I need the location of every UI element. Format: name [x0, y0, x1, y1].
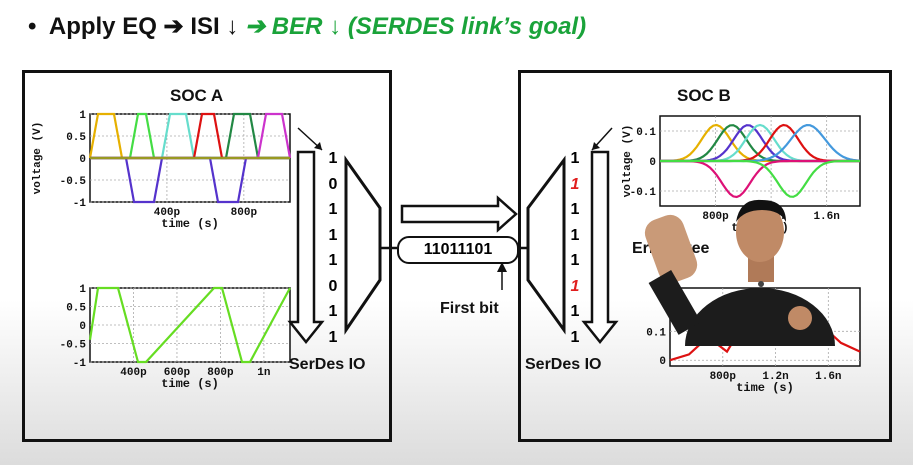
title-bullet: •	[28, 13, 37, 40]
soc-b-bit-7: 1	[570, 328, 580, 346]
soc-a-bottom-xtick-3: 1n	[257, 367, 270, 379]
soc-a-box	[22, 70, 392, 442]
title-down-arrow-2: ↓	[329, 13, 342, 40]
soc-b-bottom-xtick-0: 800p	[710, 371, 737, 383]
soc-a-top-ytick-4: -1	[73, 198, 87, 210]
soc-b-top-ytick-2: -0.1	[630, 187, 657, 199]
soc-b-bottom-ytick-1: 0	[659, 356, 666, 368]
soc-a-top-ytick-2: 0	[79, 154, 86, 166]
soc-a-bottom-chart: 1 0.5 0 -0.5 -1 400p 600p 800p 1n time (s)	[60, 284, 291, 391]
soc-b-bottom-xlabel: time (s)	[736, 381, 794, 395]
soc-b-top-ytick-1: 0	[649, 157, 656, 169]
soc-b-pointer-head	[592, 142, 600, 150]
soc-b-bit-3: 1	[570, 226, 580, 244]
title-down-arrow-1: ↓	[226, 13, 239, 40]
soc-b-bottom-ytick-0: 0.1	[646, 327, 666, 339]
presenter-video-overlay	[644, 199, 835, 346]
soc-b-serdes-io-label: SerDes IO	[525, 356, 602, 373]
title-goal: (SERDES link’s goal)	[347, 13, 587, 40]
soc-a-down-arrow	[287, 150, 325, 345]
soc-b-label: SOC B	[677, 86, 731, 105]
title-arrow-1: ➔	[163, 13, 184, 40]
title-apply-eq: Apply EQ	[48, 13, 157, 40]
deserializer-shape	[526, 155, 566, 335]
soc-a-bit-5: 0	[328, 277, 338, 295]
link-arrow	[400, 195, 518, 233]
soc-b-bit-4: 1	[570, 252, 580, 269]
soc-b-bit-6: 1	[570, 303, 580, 320]
slide-title: • Apply EQ ➔ ISI ↓ ➔ BER ↓ (SERDES link’…	[28, 12, 586, 41]
soc-a-top-ytick-1: 0.5	[66, 132, 86, 144]
soc-a-bottom-ytick-0: 1	[79, 284, 86, 296]
first-bit-label: First bit	[440, 300, 499, 317]
soc-b-top-ytick-0: 0.1	[636, 127, 656, 139]
title-isi: ISI	[190, 13, 220, 40]
soc-a-bottom-series-0	[88, 286, 291, 364]
presenter-mic	[758, 281, 764, 287]
first-bit-pointer-head	[497, 262, 507, 272]
presenter-raised-hand	[644, 214, 698, 283]
soc-a-label: SOC A	[170, 86, 224, 105]
soc-a-serdes-io-label: SerDes IO	[289, 356, 366, 373]
soc-a-bit-4: 1	[328, 252, 338, 269]
soc-b-bottom-xtick-1: 1.2n	[762, 371, 788, 383]
presenter-hair	[736, 199, 786, 222]
soc-a-bottom-xtick-0: 400p	[120, 367, 147, 379]
soc-b-bit-1: 1	[570, 175, 580, 193]
bit-sequence: 11011101	[397, 236, 519, 264]
presenter-body	[685, 288, 835, 346]
soc-b-top-series-7	[660, 159, 860, 198]
soc-b-bottom-xtick-2: 1.6n	[815, 371, 841, 383]
soc-a-bit-7: 1	[328, 328, 338, 346]
soc-b-down-arrow	[581, 150, 619, 345]
soc-a-bottom-ytick-1: 0.5	[66, 303, 86, 315]
soc-b-box	[518, 70, 892, 442]
soc-b-bit-2: 1	[570, 201, 580, 218]
soc-a-bottom-xtick-2: 800p	[207, 367, 234, 379]
soc-a-top-xtick-1: 800p	[231, 207, 258, 219]
soc-a-bit-2: 1	[328, 201, 338, 218]
soc-a-top-ytick-3: -0.5	[60, 176, 87, 188]
soc-a-pointer-head	[314, 142, 322, 150]
soc-a-bottom-xtick-1: 600p	[164, 367, 191, 379]
presenter-pointing-hand	[788, 306, 812, 330]
soc-a-bit-3: 1	[328, 226, 338, 244]
soc-a-top-xtick-0: 400p	[154, 207, 181, 219]
soc-a-bottom-ytick-4: -1	[73, 358, 87, 370]
soc-a-top-chart: 1 0.5 0 -0.5 -1 400p 800p time (s) voltage (V)	[32, 110, 292, 231]
title-arrow-2: ➔	[245, 13, 266, 40]
soc-b-top-xtick-2: 1.6n	[813, 211, 839, 223]
soc-b-top-ylabel: voltage (V)	[622, 125, 634, 198]
soc-a-bit-6: 1	[328, 303, 338, 320]
serializer-shape	[344, 155, 382, 335]
soc-b-top-xtick-0: 800p	[702, 211, 729, 223]
soc-a-bit-0: 1	[328, 150, 338, 167]
soc-a-bottom-ytick-3: -0.5	[60, 340, 87, 352]
presenter-arm	[648, 269, 702, 335]
soc-a-top-ylabel: voltage (V)	[32, 122, 44, 195]
title-ber: BER	[271, 13, 323, 40]
soc-a-bit-1: 0	[328, 175, 338, 193]
presenter-face	[736, 202, 784, 262]
soc-a-top-xlabel: time (s)	[161, 217, 219, 231]
soc-a-bottom-ytick-2: 0	[79, 321, 86, 333]
soc-a-bottom-xlabel: time (s)	[161, 377, 219, 391]
soc-a-top-ytick-0: 1	[79, 110, 86, 122]
soc-b-bit-5: 1	[570, 277, 580, 295]
soc-b-bit-0: 1	[570, 150, 580, 167]
